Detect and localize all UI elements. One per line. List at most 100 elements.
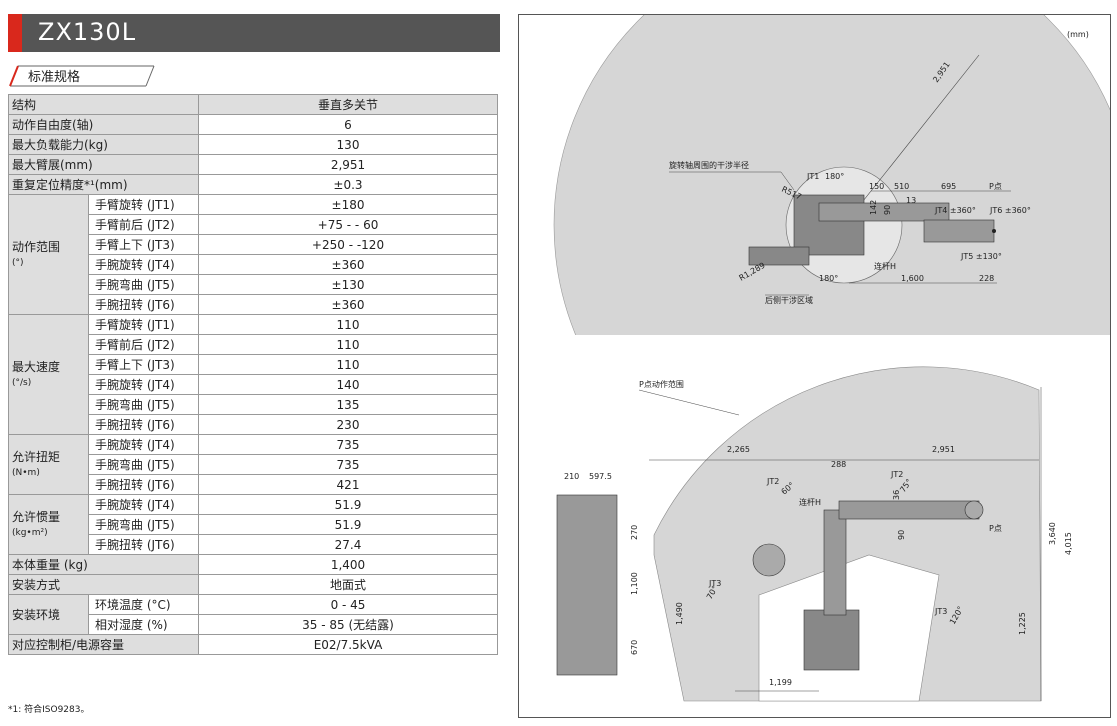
table-row: 手腕扭转 (JT6)27.4: [9, 534, 498, 555]
top-d510: 510: [894, 182, 909, 191]
spec-value: +250 - -120: [198, 234, 498, 255]
model-title: ZX130L: [38, 18, 137, 46]
spec-value: 1,400: [198, 554, 498, 575]
top-view: [553, 15, 1110, 335]
top-angle-180: 180°: [819, 274, 838, 283]
side-d4015: 4,015: [1064, 532, 1073, 555]
unit-label: (mm): [1067, 30, 1089, 39]
spec-value: 2,951: [198, 154, 498, 175]
side-d1490: 1,490: [675, 602, 684, 625]
group-unit: (N•m): [12, 467, 40, 478]
spec-sub-label: 手腕扭转 (JT6): [88, 474, 199, 495]
spec-sub-label: 手腕弯曲 (JT5): [88, 454, 199, 475]
spec-value: 6: [198, 114, 498, 135]
side-d90: 90: [897, 530, 906, 540]
top-jt5: JT5 ±130°: [960, 252, 1002, 261]
table-row: 手腕扭转 (JT6)±360: [9, 294, 498, 315]
side-d670: 670: [630, 640, 639, 655]
spec-sub-label: 手腕扭转 (JT6): [88, 414, 199, 435]
spec-value: 130: [198, 134, 498, 155]
spec-sub-label: 手腕扭转 (JT6): [88, 294, 199, 315]
table-row: 手腕旋转 (JT4)140: [9, 374, 498, 395]
spec-value: 140: [198, 374, 498, 395]
table-row: 动作自由度(轴)6: [8, 114, 498, 135]
group-label: 允许惯量 (kg•m²): [8, 494, 89, 555]
group-title: 动作范围: [12, 239, 61, 254]
top-d150: 150: [869, 182, 884, 191]
spec-value: ±0.3: [198, 174, 498, 195]
spec-value: 110: [198, 334, 498, 355]
spec-value: 51.9: [198, 514, 498, 535]
side-p-range: P点动作范围: [639, 379, 684, 389]
drawing-svg: (mm) 2,951 旋转轴周围的干涉半径 R517 JT1 180° 150 …: [553, 15, 1110, 702]
table-row: 动作范围(°)手臂旋转 (JT1)±180: [8, 194, 498, 315]
spec-sub-label: 手臂上下 (JT3): [88, 234, 199, 255]
table-row: 手腕扭转 (JT6)421: [9, 474, 498, 495]
top-interf-label: 旋转轴周围的干涉半径: [669, 160, 749, 170]
spec-value: ±360: [198, 254, 498, 275]
table-header-row: 结构垂直多关节: [8, 94, 498, 115]
group-title: 允许惯量: [12, 509, 61, 524]
spec-label: 最大负载能力(kg): [8, 134, 199, 155]
spec-sub-label: 手臂前后 (JT2): [88, 214, 199, 235]
accent-bar: [8, 14, 22, 52]
table-row: 手臂上下 (JT3)+250 - -120: [9, 234, 498, 255]
spec-value: 421: [198, 474, 498, 495]
spec-label: 动作自由度(轴): [8, 114, 199, 135]
side-d2265: 2,265: [727, 445, 750, 454]
footnote: *1: 符合ISO9283。: [8, 705, 90, 715]
spec-value: 110: [198, 314, 498, 335]
group-unit: (kg•m²): [12, 527, 48, 538]
robot-base-side: [803, 609, 860, 671]
table-row: 最大速度(°/s)手臂旋转 (JT1)110: [8, 314, 498, 435]
spec-sub-label: 手腕旋转 (JT4): [88, 254, 199, 275]
spec-value: ±130: [198, 274, 498, 295]
spec-value: 110: [198, 354, 498, 375]
group-unit: (°/s): [12, 377, 32, 388]
side-d1100: 1,100: [630, 572, 639, 595]
table-row: 本体重量 (kg)1,400: [8, 554, 498, 575]
group-label: 动作范围 (°): [8, 194, 89, 315]
spec-sub-label: 手臂旋转 (JT1): [88, 194, 199, 215]
group-unit: (°): [12, 257, 24, 268]
top-d142: 142: [869, 200, 878, 215]
table-row: 手腕旋转 (JT4)±360: [9, 254, 498, 275]
section-title: 标准规格: [28, 70, 81, 85]
spec-value: 垂直多关节: [198, 94, 498, 115]
table-row: 相对湿度 (%)35 - 85 (无结露): [9, 614, 498, 635]
table-row: 手腕弯曲 (JT5)735: [9, 454, 498, 475]
spec-sub-label: 环境温度 (°C): [88, 594, 199, 615]
spec-label: 结构: [8, 94, 199, 115]
group-title: 允许扭矩: [12, 449, 61, 464]
top-p-point: P点: [989, 182, 1002, 191]
section-tab: 标准规格: [8, 64, 155, 87]
spec-label: 对应控制柜/电源容量: [8, 634, 199, 655]
robot-rear-top: [748, 246, 810, 266]
group-label: 允许扭矩 (N•m): [8, 434, 89, 495]
robot-lower-arm-side: [823, 509, 847, 616]
spec-sub-label: 手臂前后 (JT2): [88, 334, 199, 355]
group-label: 最大速度 (°/s): [8, 314, 89, 435]
top-jt1: JT1: [806, 172, 819, 181]
top-jt1-angle: 180°: [825, 172, 844, 181]
spec-sub-label: 手腕弯曲 (JT5): [88, 514, 199, 535]
table-row: 最大臂展(mm)2,951: [8, 154, 498, 175]
side-d270: 270: [630, 525, 639, 540]
group-title: 最大速度: [12, 359, 61, 374]
side-view: [556, 366, 1042, 702]
top-jt6: JT6 ±360°: [989, 206, 1031, 215]
side-d2951: 2,951: [932, 445, 955, 454]
side-jt3-right: JT3: [934, 607, 947, 616]
spec-value: 735: [198, 434, 498, 455]
table-row: 手腕扭转 (JT6)230: [9, 414, 498, 435]
spec-sub-label: 手腕弯曲 (JT5): [88, 274, 199, 295]
spec-value: 735: [198, 454, 498, 475]
spec-label: 安装方式: [8, 574, 199, 595]
spec-value: ±360: [198, 294, 498, 315]
top-rear-zone: 后侧干涉区域: [765, 295, 813, 305]
side-d5975: 597.5: [589, 472, 612, 481]
robot-upper-arm-side: [838, 500, 980, 520]
side-d36: 36: [892, 490, 901, 500]
table-row: 允许扭矩(N•m)手腕旋转 (JT4)735: [8, 434, 498, 495]
